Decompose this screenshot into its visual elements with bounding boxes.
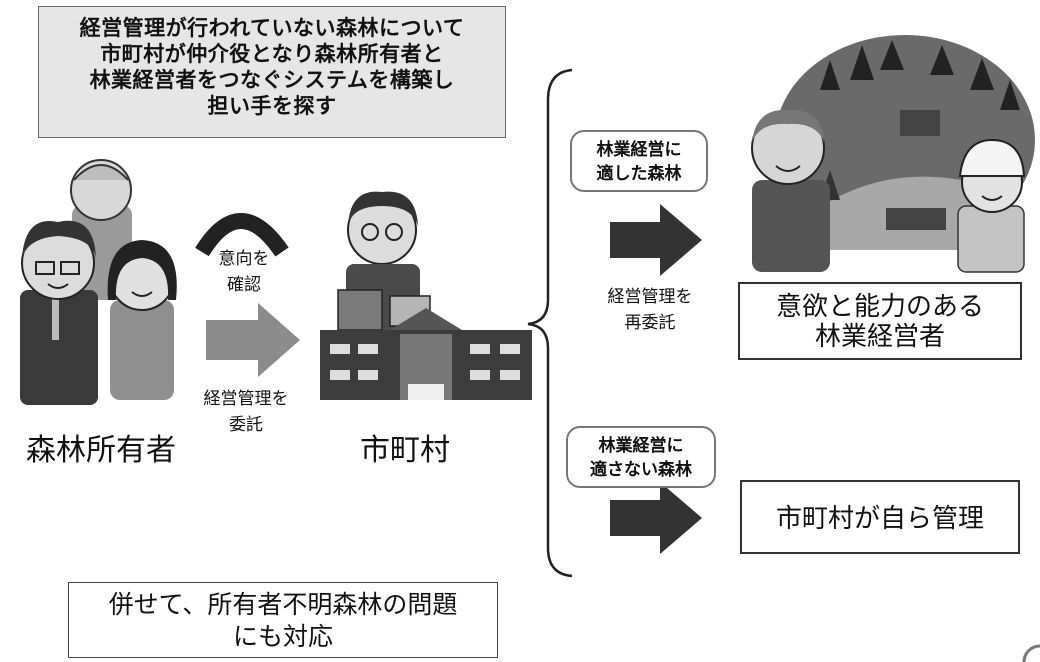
suitable-tag-line-2: 適した森林: [596, 164, 682, 184]
self-manage-arrow: [610, 482, 702, 554]
confirm-intent-label: 意向を 確認: [204, 246, 284, 298]
forester-line-2: 林業経営者: [814, 322, 945, 352]
unsuitable-tag-line-1: 林業経営に: [598, 436, 684, 456]
forestry-scene-illustration: [751, 35, 1035, 273]
confirm-line-2: 確認: [227, 275, 261, 295]
suitable-forest-tag: 林業経営に 適した森林: [570, 130, 708, 192]
suitable-tag-line-1: 林業経営に: [596, 140, 682, 160]
forest-owners-illustration: [20, 159, 177, 405]
municipality-label: 市町村: [360, 433, 450, 468]
entrust-arrow: [206, 303, 300, 377]
summary-line-4: 担い手を探す: [207, 94, 337, 118]
summary-line-3: 林業経営者をつなぐシステムを構築し: [89, 68, 455, 92]
unsuitable-forest-tag: 林業経営に 適さない森林: [566, 426, 716, 488]
municipality-illustration: [320, 191, 532, 400]
reentrust-arrow: [610, 204, 702, 276]
summary-box: 経営管理が行われていない森林について 市町村が仲介役となり森林所有者と 林業経営…: [38, 6, 506, 138]
municipality-self-manage-box: 市町村が自ら管理: [740, 480, 1020, 554]
corner-mark: [1022, 644, 1040, 662]
summary-line-1: 経営管理が行われていない森林について: [79, 16, 465, 40]
entrust-line-1: 経営管理を: [203, 389, 289, 409]
reentrust-line-1: 経営管理を: [607, 287, 693, 307]
entrust-line-2: 委託: [229, 415, 263, 435]
reentrust-line-2: 再委託: [624, 313, 676, 333]
motivated-forester-box: 意欲と能力のある 林業経営者: [738, 282, 1022, 360]
summary-line-2: 市町村が仲介役となり森林所有者と: [100, 42, 444, 66]
unsuitable-tag-line-2: 適さない森林: [590, 460, 692, 480]
self-manage-text: 市町村が自ら管理: [775, 504, 984, 534]
note-line-1: 併せて、所有者不明森林の問題: [108, 590, 458, 619]
confirm-intent-arc: [195, 213, 289, 257]
forest-owner-label: 森林所有者: [26, 433, 176, 468]
note-line-2: にも対応: [232, 622, 333, 651]
entrust-label: 経営管理を 委託: [186, 386, 306, 438]
unknown-owner-note-box: 併せて、所有者不明森林の問題 にも対応: [68, 582, 498, 658]
forester-line-1: 意欲と能力のある: [775, 292, 984, 322]
branch-brace: [527, 68, 573, 578]
confirm-line-1: 意向を: [218, 249, 270, 269]
reentrust-label: 経営管理を 再委託: [590, 284, 710, 336]
